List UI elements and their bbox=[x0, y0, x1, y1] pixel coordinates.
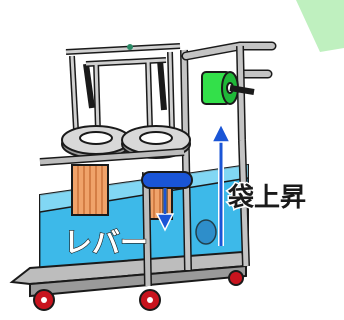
rack-pivot bbox=[127, 44, 133, 50]
top-rack-highlight bbox=[65, 44, 181, 133]
lever-handle bbox=[141, 171, 193, 189]
wheel-right bbox=[228, 270, 244, 286]
corner-accent bbox=[296, 0, 344, 52]
submerged-drum bbox=[195, 219, 217, 245]
cart-frame bbox=[9, 49, 250, 298]
lever-down-arrow bbox=[155, 187, 175, 232]
lever-rod bbox=[142, 171, 152, 287]
filter-cylinder-left bbox=[71, 164, 109, 216]
cart-handle bbox=[181, 41, 277, 141]
bag-holder-left bbox=[61, 125, 131, 159]
bag-rise-label: 袋上昇 bbox=[227, 183, 306, 213]
lever-label: レバー bbox=[64, 226, 148, 259]
green-roller bbox=[201, 71, 255, 105]
wheel-left bbox=[33, 289, 55, 311]
inner-shelf bbox=[39, 148, 185, 166]
wheel-middle bbox=[139, 289, 161, 311]
bag-rise-arrow bbox=[210, 122, 232, 246]
